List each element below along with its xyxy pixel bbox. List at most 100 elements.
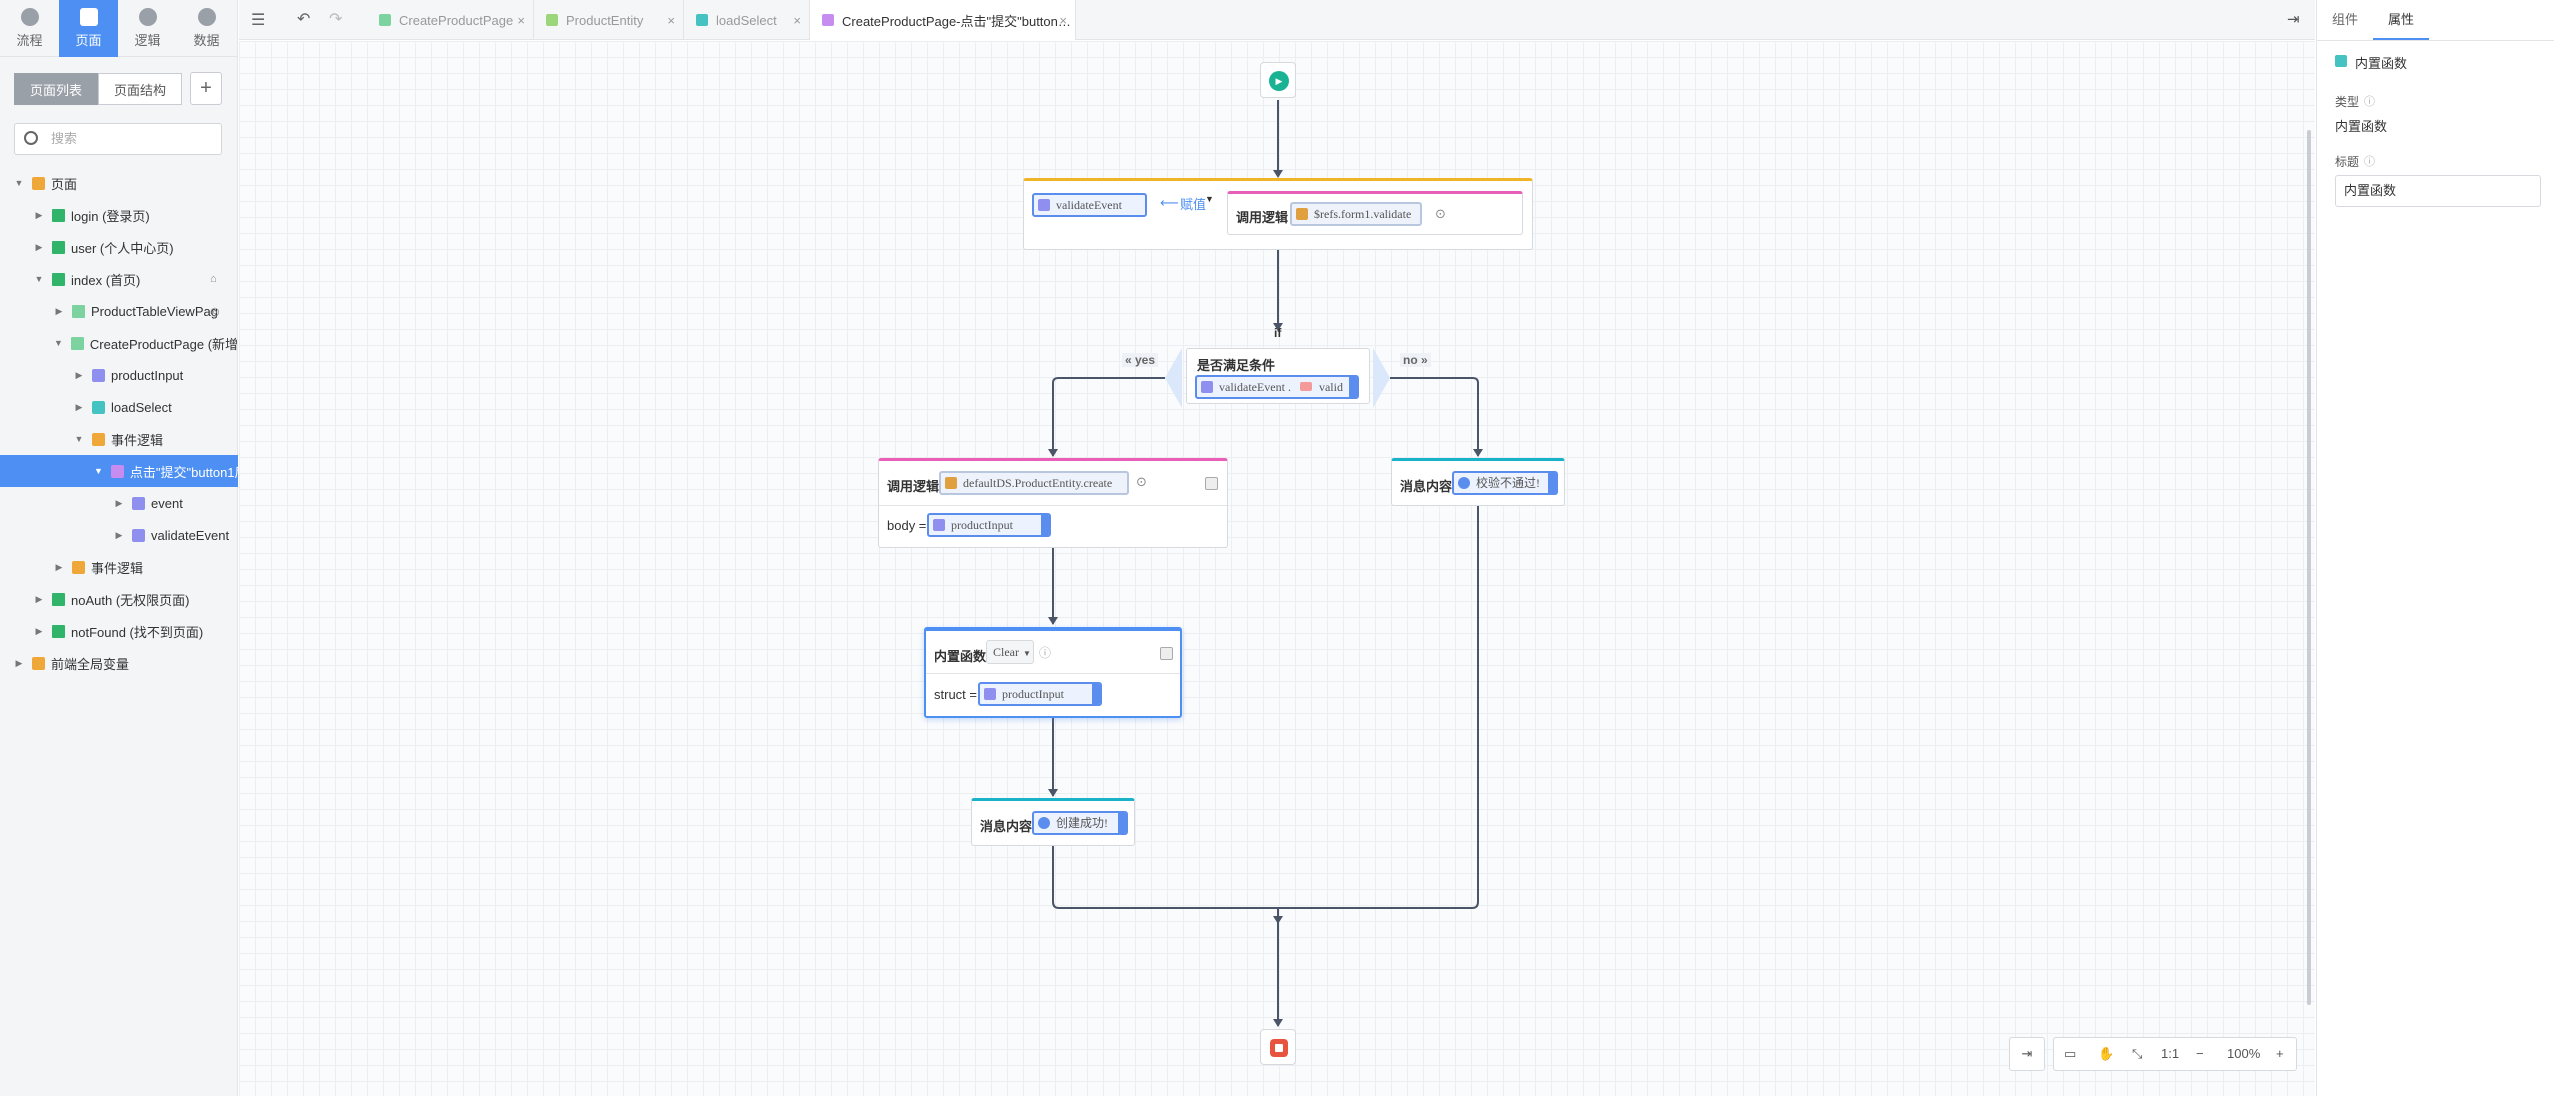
end-node[interactable] xyxy=(1260,1029,1296,1065)
condition-node[interactable]: 是否满足条件 validateEvent . valid xyxy=(1186,348,1370,404)
builtin-function-name: Clear xyxy=(993,645,1019,659)
tree-item[interactable]: ▼CreateProductPage (新增商 xyxy=(0,327,238,359)
nav-data[interactable]: 数据 xyxy=(177,0,236,57)
tree-item[interactable]: ▼ 事件逻辑 xyxy=(0,423,238,455)
message-success-node[interactable]: 消息内容 创建成功! xyxy=(971,798,1135,846)
event-logic-icon xyxy=(822,14,834,26)
more-icon[interactable] xyxy=(1118,813,1126,833)
variable-icon xyxy=(132,496,145,510)
info-icon[interactable]: ⓘ xyxy=(1039,646,1052,660)
field-icon xyxy=(1299,382,1312,391)
page-icon xyxy=(52,208,65,222)
body-param-pill[interactable]: productInput xyxy=(927,513,1051,537)
builtin-function-node[interactable]: 内置函数 Clear▼ ⓘ struct = productInput xyxy=(924,627,1182,718)
fit-icon[interactable]: ⤡ xyxy=(2132,1046,2143,1061)
toggle-panel-icon[interactable]: ⇥ xyxy=(2287,11,2300,28)
tree-item[interactable]: ▼index (首页)⌂ xyxy=(0,263,238,295)
close-icon[interactable]: × xyxy=(793,12,801,28)
hand-icon[interactable]: ✋ xyxy=(2098,1046,2115,1061)
home-icon: ⌂ xyxy=(210,273,217,285)
tree-item[interactable]: ▶event xyxy=(0,487,238,519)
more-icon[interactable] xyxy=(1548,473,1556,493)
tab-createproductpage[interactable]: CreateProductPage× xyxy=(367,0,534,40)
collapse-icon[interactable] xyxy=(1205,477,1218,490)
close-icon[interactable]: × xyxy=(1059,12,1067,28)
assign-variable-pill[interactable]: validateEvent xyxy=(1032,193,1147,217)
builtin-function-select[interactable]: Clear▼ xyxy=(986,640,1034,664)
text-icon xyxy=(1458,477,1470,489)
condition-pill[interactable]: validateEvent . valid xyxy=(1195,375,1359,399)
assign-operator[interactable]: 赋值 xyxy=(1180,197,1207,212)
segment-page-structure[interactable]: 页面结构 xyxy=(98,73,182,105)
property-panel: 组件 属性 内置函数 类型 ⓘ 内置函数 标题 ⓘ 内置函数 xyxy=(2316,0,2554,1096)
actual-size-button[interactable]: 1:1 xyxy=(2161,1046,2180,1061)
variable-icon xyxy=(1201,381,1213,393)
call-create-node[interactable]: 调用逻辑 defaultDS.ProductEntity.create ⊙ bo… xyxy=(878,458,1228,548)
collapse-sidebar-icon[interactable]: ☰ xyxy=(251,12,266,29)
tab-loadselect[interactable]: loadSelect× xyxy=(684,0,810,40)
tree-item[interactable]: ▶productInput xyxy=(0,359,238,391)
nav-flow[interactable]: 流程 xyxy=(0,0,59,57)
tab-label: ProductEntity xyxy=(566,12,644,28)
close-icon[interactable]: × xyxy=(517,12,525,28)
text-icon xyxy=(1038,817,1050,829)
more-icon[interactable] xyxy=(1092,684,1100,704)
tree-item[interactable]: ▶user (个人中心页) xyxy=(0,231,238,263)
tab-event-logic[interactable]: CreateProductPage-点击"提交"button…× xyxy=(810,0,1076,40)
add-button[interactable]: + xyxy=(190,72,222,105)
exit-icon[interactable]: ⇥ xyxy=(2009,1037,2045,1071)
tree-item-label: index (首页) xyxy=(71,272,141,288)
tree-item[interactable]: ▶前端全局变量 xyxy=(0,647,238,679)
tree-item[interactable]: ▶事件逻辑 xyxy=(0,551,238,583)
segment-page-list[interactable]: 页面列表 xyxy=(14,73,98,105)
tree-item[interactable]: ▶noAuth (无权限页面) xyxy=(0,583,238,615)
tree-item[interactable]: ▶ProductTableViewPag◎ xyxy=(0,295,238,327)
logic-icon xyxy=(945,477,957,489)
collapse-icon[interactable] xyxy=(1160,647,1173,660)
canvas-scrollbar[interactable] xyxy=(2307,130,2311,1005)
data-icon xyxy=(197,8,216,26)
variable-icon xyxy=(1038,199,1050,211)
more-icon[interactable] xyxy=(1349,377,1357,397)
tree-item-selected[interactable]: ▼点击"提交"button1后 xyxy=(0,455,238,487)
tree-item[interactable]: ▶login (登录页) xyxy=(0,199,238,231)
assign-node[interactable]: validateEvent ⟵ 赋值 ▼ 调用逻辑 $refs.form1.va… xyxy=(1023,178,1533,250)
editor-tabbar: ☰ ↶ ↷ CreateProductPage× ProductEntity× … xyxy=(239,0,2315,40)
call-logic-node[interactable]: 调用逻辑 $refs.form1.validate ⊙ xyxy=(1227,191,1523,235)
tab-properties[interactable]: 属性 xyxy=(2373,0,2429,40)
message-fail-node[interactable]: 消息内容 校验不通过! xyxy=(1391,458,1565,506)
tree-item[interactable]: ▶notFound (找不到页面) xyxy=(0,615,238,647)
redo-icon[interactable]: ↷ xyxy=(329,11,343,28)
minimap-icon[interactable]: ▭ xyxy=(2064,1046,2077,1061)
call-create-target-pill[interactable]: defaultDS.ProductEntity.create xyxy=(939,471,1129,495)
tree-item[interactable]: ▶validateEvent xyxy=(0,519,238,551)
start-node[interactable]: ▶ xyxy=(1260,62,1296,98)
message-success-pill[interactable]: 创建成功! xyxy=(1032,811,1128,835)
tab-components[interactable]: 组件 xyxy=(2331,12,2358,27)
target-icon[interactable]: ⊙ xyxy=(1435,206,1446,221)
nav-logic[interactable]: 逻辑 xyxy=(118,0,177,57)
nav-page[interactable]: 页面 xyxy=(59,0,118,57)
call-logic-target-pill[interactable]: $refs.form1.validate xyxy=(1290,202,1422,226)
title-input[interactable]: 内置函数 xyxy=(2335,175,2541,207)
search-input[interactable]: 搜索 xyxy=(14,123,222,155)
message-fail-pill[interactable]: 校验不通过! xyxy=(1452,471,1558,495)
chevron-down-icon: ▼ xyxy=(74,434,84,444)
zoom-out-button[interactable]: − xyxy=(2196,1046,2204,1061)
struct-param-pill[interactable]: productInput xyxy=(978,682,1102,706)
tree-item[interactable]: ▼页面 xyxy=(0,167,238,199)
target-icon[interactable]: ⊙ xyxy=(1136,474,1147,489)
tree-item-label: 事件逻辑 xyxy=(111,432,164,448)
more-icon[interactable] xyxy=(1041,515,1049,535)
close-icon[interactable]: × xyxy=(667,12,675,28)
undo-icon[interactable]: ↶ xyxy=(297,11,311,28)
tree-item-label: CreateProductPage (新增商 xyxy=(89,336,238,352)
tree-item[interactable]: ▶loadSelect xyxy=(0,391,238,423)
struct-param-label: struct = xyxy=(934,687,977,702)
tab-productentity[interactable]: ProductEntity × xyxy=(534,0,684,40)
divider xyxy=(926,673,1180,674)
nav-flow-label: 流程 xyxy=(16,33,43,48)
zoom-in-button[interactable]: + xyxy=(2276,1046,2284,1061)
chevron-right-icon: ▶ xyxy=(35,625,43,636)
